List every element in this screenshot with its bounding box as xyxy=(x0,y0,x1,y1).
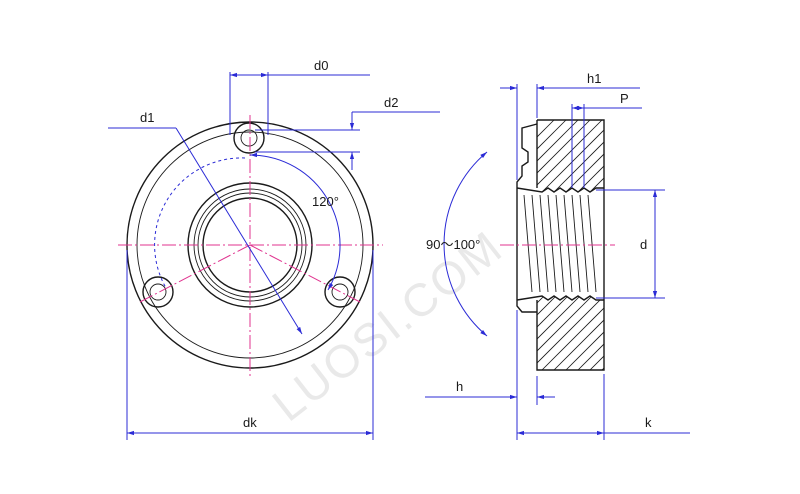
hatch-top xyxy=(537,120,604,192)
h1-label: h1 xyxy=(587,71,601,86)
side-projection-lower xyxy=(516,300,537,313)
d2-label: d2 xyxy=(384,95,398,110)
p-label: P xyxy=(620,91,629,106)
dk-label: dk xyxy=(243,415,257,430)
front-diagonal-centerline-left xyxy=(139,244,251,303)
angle-90-100-arc xyxy=(443,151,488,337)
d-label: d xyxy=(640,237,647,252)
thread-flanks xyxy=(523,194,597,293)
projection-left xyxy=(142,276,174,308)
thread-upper-profile xyxy=(516,187,604,193)
d1-label: d1 xyxy=(140,110,154,125)
thread-lower-profile xyxy=(516,295,604,301)
side-projection-upper xyxy=(516,123,538,188)
h-label: h xyxy=(456,379,463,394)
side-view: h1 P d 90～100° h k xyxy=(425,71,690,440)
d0-label: d0 xyxy=(314,58,328,73)
bolt-circle-arc xyxy=(154,157,246,289)
side-upper-body xyxy=(536,119,605,371)
projection-top xyxy=(233,122,265,154)
angle-120-arc xyxy=(249,152,341,291)
k-label: k xyxy=(645,415,652,430)
projection-right xyxy=(324,276,356,308)
hatch-bottom xyxy=(537,296,604,370)
angle-90-100-label: 90～100° xyxy=(426,237,480,252)
front-view: d0 d2 d1 120° dk xyxy=(108,58,440,440)
angle-120-label: 120° xyxy=(312,194,339,209)
